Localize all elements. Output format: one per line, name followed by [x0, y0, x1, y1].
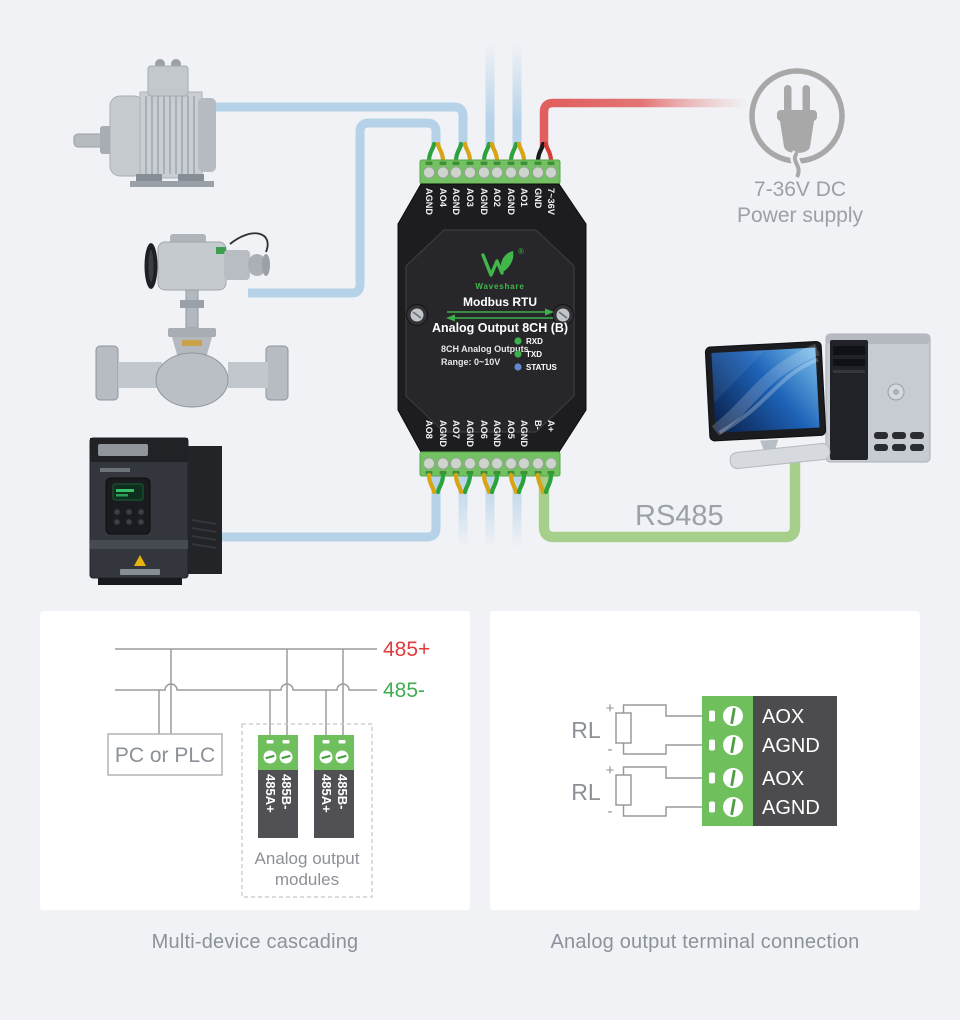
svg-text:AGND: AGND: [762, 735, 820, 757]
terminal-connection-diagram: RL RL + - + - AOX AGND: [571, 696, 837, 826]
cascade-module-1: 485A+ 485B-: [258, 735, 298, 838]
terminal-connection-caption: Analog output terminal connection: [550, 931, 860, 953]
svg-text:AGND: AGND: [506, 188, 516, 215]
polarity-plus-2: +: [606, 762, 615, 779]
polarity-minus-2: -: [608, 803, 613, 820]
svg-text:AO3: AO3: [465, 188, 475, 207]
modules-dashed-box: [241, 723, 373, 898]
svg-text:TXD: TXD: [526, 350, 542, 359]
svg-text:485A+: 485A+: [319, 774, 334, 813]
svg-text:AO7: AO7: [451, 420, 461, 439]
top-connection-diagram: 7-36V DC Power supply: [73, 44, 931, 585]
modules-group-label-line1: Analog output: [255, 849, 360, 868]
logo-reg-mark: ®: [518, 247, 524, 256]
svg-text:RXD: RXD: [526, 337, 543, 346]
rxd-led-icon: [514, 337, 522, 345]
device-front-panel: [405, 229, 575, 433]
wire-vfd-to-ao8: [186, 472, 441, 542]
bus-485-plus-label: 485+: [383, 638, 430, 661]
svg-text:AOX: AOX: [762, 706, 804, 728]
svg-text:485B-: 485B-: [279, 774, 294, 809]
svg-text:7~36V: 7~36V: [546, 188, 556, 216]
rs485-label: RS485: [635, 500, 724, 532]
pc-plc-label: PC or PLC: [115, 744, 215, 767]
load-resistor-2: [615, 774, 632, 806]
bus-485-minus-label: 485-: [383, 679, 425, 702]
polarity-plus-1: +: [606, 700, 615, 717]
top-terminal-screws: [422, 166, 558, 179]
cascade-caption: Multi-device cascading: [151, 931, 359, 953]
wire-motor-to-ao3: [203, 102, 468, 147]
spec-line2-text: Range: 0~10V: [441, 357, 500, 367]
power-text-line2: Power supply: [737, 204, 864, 227]
svg-text:AGND: AGND: [492, 420, 502, 447]
plug-icon: [749, 68, 845, 180]
svg-text:STATUS: STATUS: [526, 363, 557, 372]
status-led-icon: [514, 363, 522, 371]
computer-illustration: [704, 333, 931, 469]
terminal-rows: AOX AGND AOX AGND: [709, 706, 820, 819]
bus-485-minus-line: [115, 683, 377, 691]
load-resistor-1: [615, 712, 632, 744]
modules-group-label-line2: modules: [275, 870, 339, 889]
svg-text:AO6: AO6: [479, 420, 489, 439]
product-name-text: Analog Output 8CH (B): [432, 321, 568, 335]
wire-power: [539, 98, 746, 147]
svg-text:B-: B-: [533, 420, 543, 430]
cascade-card: 485+ 485- PC or PLC 485A+ 485B-: [40, 611, 470, 910]
vfd-illustration: [89, 437, 222, 585]
terminal-connection-card: RL RL + - + - AOX AGND: [490, 611, 920, 910]
mount-screw-right: [552, 304, 574, 326]
svg-text:AO2: AO2: [492, 188, 502, 207]
valve-illustration: [95, 232, 289, 408]
motor-illustration: [73, 59, 216, 187]
pc-plc-box: [107, 733, 223, 776]
wiring-layer: [186, 44, 801, 546]
status-leds: RXD TXD STATUS: [514, 337, 557, 372]
svg-text:AO8: AO8: [424, 420, 434, 439]
svg-text:AGND: AGND: [424, 188, 434, 215]
terminal-label-panel: [753, 696, 837, 826]
bidirectional-arrows-icon: [446, 308, 554, 322]
top-pigtails: [426, 141, 554, 164]
svg-text:AGND: AGND: [762, 797, 820, 819]
svg-text:AO5: AO5: [506, 420, 516, 439]
load-label-1: RL: [571, 717, 601, 743]
svg-text:AO4: AO4: [438, 188, 448, 208]
svg-text:AGND: AGND: [479, 188, 489, 215]
bottom-terminal-slots: [425, 471, 555, 475]
bottom-terminal-labels: AO8 AGND AO7 AGND AO6 AGND AO5 AGND B- A…: [424, 420, 556, 447]
txd-led-icon: [514, 350, 522, 358]
spec-line1-text: 8CH Analog Outputs: [441, 344, 529, 354]
bottom-pigtails: [426, 472, 554, 495]
modbus-device: AGND AO4 AGND AO3 AGND AO2 AGND AO1 GND …: [397, 141, 587, 495]
cascade-diagram: 485+ 485- PC or PLC 485A+ 485B-: [107, 638, 430, 898]
wire-rs485: [538, 448, 801, 543]
product-line-text: Modbus RTU: [463, 295, 537, 309]
load-label-2: RL: [571, 779, 601, 805]
cascade-module-2: 485A+ 485B-: [314, 735, 354, 838]
svg-text:AOX: AOX: [762, 768, 804, 790]
polarity-minus-1: -: [608, 741, 613, 758]
svg-text:485B-: 485B-: [335, 774, 350, 809]
wire-valve-to-ao4: [248, 118, 441, 298]
svg-text:AGND: AGND: [451, 188, 461, 215]
svg-text:A+: A+: [546, 420, 556, 432]
brand-text: Waveshare: [475, 282, 524, 291]
bottom-terminal-screws: [422, 457, 558, 470]
svg-text:AGND: AGND: [438, 420, 448, 447]
svg-text:AGND: AGND: [465, 420, 475, 447]
svg-text:AO1: AO1: [519, 188, 529, 207]
top-terminal-labels: AGND AO4 AGND AO3 AGND AO2 AGND AO1 GND …: [424, 188, 556, 216]
waveshare-logo-icon: [481, 251, 514, 277]
power-text-line1: 7-36V DC: [754, 178, 846, 201]
svg-text:AGND: AGND: [519, 420, 529, 447]
top-terminal-slots: [425, 161, 555, 165]
mount-screw-left: [406, 304, 428, 326]
svg-text:485A+: 485A+: [263, 774, 278, 813]
svg-text:GND: GND: [533, 188, 543, 209]
